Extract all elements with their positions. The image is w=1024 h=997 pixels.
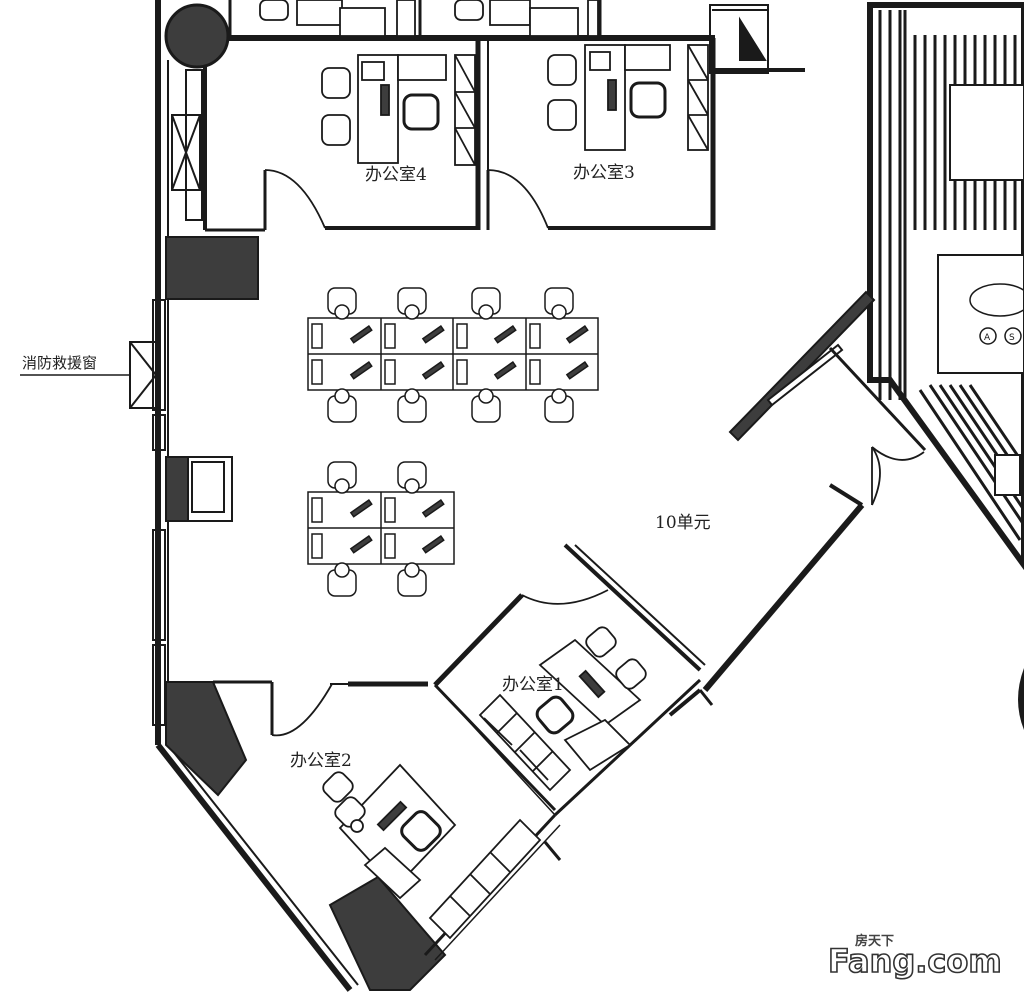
watermark-main: Fang.com [828, 942, 1002, 980]
dark-blocks [165, 236, 447, 991]
left-window-segments [152, 69, 203, 726]
office-4-label: 办公室4 [365, 165, 427, 185]
fire-window-marker [20, 341, 157, 409]
right-corridor-wall [668, 483, 865, 717]
unit-label: 10单元 [655, 513, 711, 533]
office-1-furniture [478, 626, 647, 792]
sink-cabinet [191, 461, 225, 513]
office-3-furniture [487, 44, 709, 229]
edge-object [1018, 668, 1024, 730]
office-2-label: 办公室2 [290, 751, 352, 771]
workstations-cluster-a [307, 287, 599, 423]
svg-text:A: A [984, 333, 991, 343]
fang-watermark: 房天下 Fang.com [827, 933, 1002, 981]
stair-core: A S [867, 2, 1024, 571]
round-column [164, 3, 230, 69]
top-partial-furniture [259, 0, 599, 37]
office-2-furniture [322, 763, 542, 940]
fire-window-label: 消防救援窗 [22, 354, 97, 372]
top-stair-detail [709, 4, 805, 74]
workstations-cluster-b [307, 461, 455, 597]
office-3-label: 办公室3 [573, 163, 635, 183]
office-4-furniture [264, 54, 476, 229]
office-1-label: 办公室1 [502, 675, 564, 695]
diagonal-walls [728, 290, 927, 452]
office-1-door-stop [543, 841, 562, 861]
unit-entrance-door [871, 446, 925, 506]
watermark-top: 房天下 [855, 933, 894, 949]
svg-text:S: S [1009, 333, 1015, 343]
